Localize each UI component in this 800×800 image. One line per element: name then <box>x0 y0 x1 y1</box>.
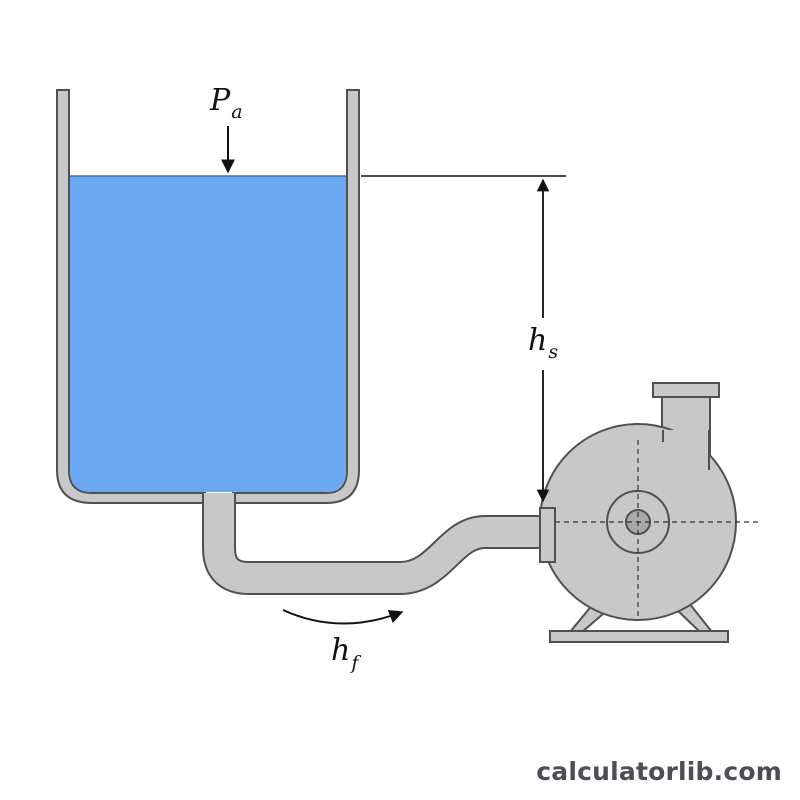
hs-label: hs <box>528 323 558 363</box>
pipe-fill <box>204 493 542 593</box>
discharge-flange <box>652 382 720 398</box>
pa-label: Pa <box>209 83 243 123</box>
water-body <box>70 176 346 492</box>
atmospheric-pressure-indicator: Pa <box>209 83 243 174</box>
suction-head-dimension: hs <box>361 175 566 503</box>
casing-neck-join <box>663 430 709 474</box>
pump-baseplate <box>549 630 729 643</box>
friction-loss-indicator: hf <box>282 609 404 674</box>
centrifugal-pump <box>539 382 758 643</box>
suction-flange <box>539 507 556 563</box>
hf-arrow <box>282 609 404 625</box>
suction-pipe <box>202 493 542 595</box>
hf-label: hf <box>331 633 361 674</box>
watermark: calculatorlib.com <box>536 757 782 786</box>
tank <box>56 89 360 504</box>
